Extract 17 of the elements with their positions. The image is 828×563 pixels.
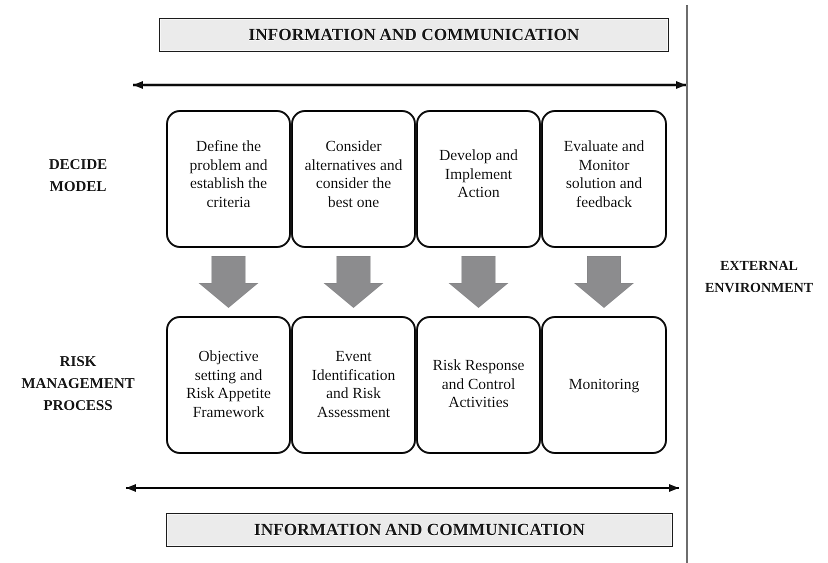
block-arrow — [574, 256, 634, 308]
block-arrow — [448, 256, 508, 308]
title-banner: INFORMATION AND COMMUNICATION — [159, 18, 669, 52]
section-label: EXTERNAL ENVIRONMENT — [704, 258, 814, 298]
section-label: RISK MANAGEMENT PROCESS — [20, 353, 136, 416]
process-box: Consider alternatives and consider the best one — [291, 110, 416, 248]
process-box: Evaluate and Monitor solution and feedback — [541, 110, 667, 248]
process-box: Event Identification and Risk Assessment — [291, 316, 416, 454]
process-box: Monitoring — [541, 316, 667, 454]
process-box: Develop and Implement Action — [416, 110, 541, 248]
section-label: DECIDE MODEL — [48, 156, 108, 197]
process-box: Risk Response and Control Activities — [416, 316, 541, 454]
title-banner: INFORMATION AND COMMUNICATION — [166, 513, 673, 547]
block-arrow — [324, 256, 384, 308]
process-box: Define the problem and establish the criteria — [166, 110, 291, 248]
block-arrow — [198, 256, 258, 308]
process-box: Objective setting and Risk Appetite Framework — [166, 316, 291, 454]
